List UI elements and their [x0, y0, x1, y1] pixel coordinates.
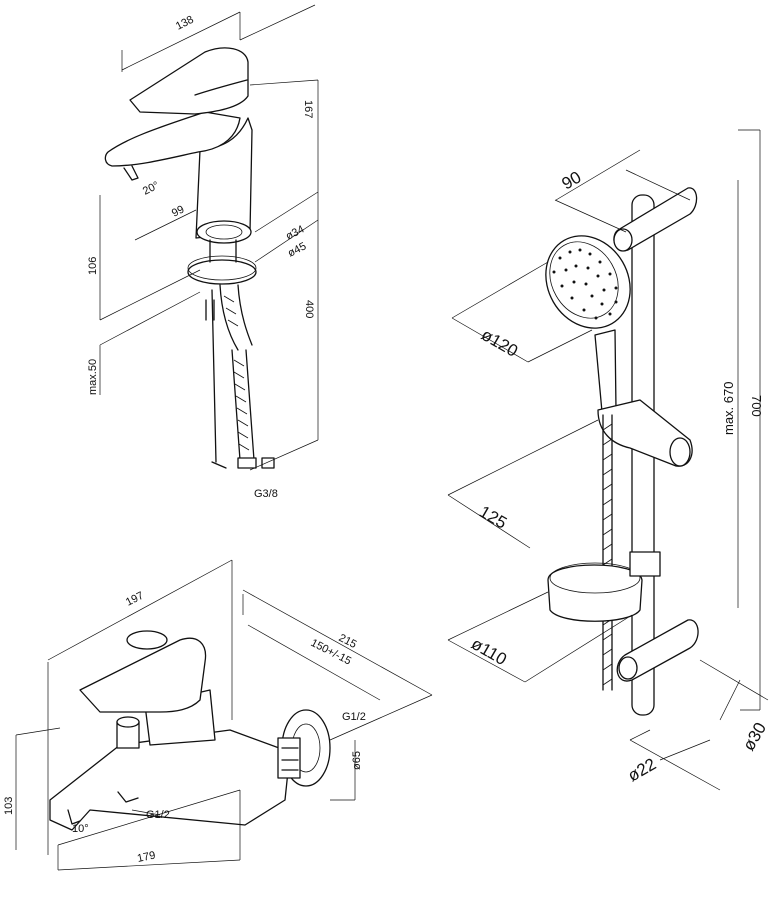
soap-dish	[547, 551, 661, 622]
dim-rail-length: 700	[749, 395, 764, 417]
dim-thread: G3/8	[254, 488, 278, 500]
dim-width: 197	[124, 590, 146, 609]
dim-reach: 99	[170, 203, 186, 219]
shower-set: 90 ø120 max. 670 700 125 ø110 ø22 ø30	[447, 129, 769, 791]
dim-thread-top: G1/2	[342, 711, 366, 723]
dim-length: 179	[136, 849, 156, 865]
dim-max-height: max. 670	[721, 382, 736, 435]
basin-mixer-hoses	[205, 284, 275, 469]
dim-hole-d2: ø45	[286, 240, 308, 259]
basin-mixer-body	[104, 47, 257, 285]
dim-height: 103	[3, 797, 15, 815]
dim-width: 138	[174, 14, 196, 33]
dim-bracket: 90	[559, 168, 585, 194]
dim-angle: 20°	[141, 179, 161, 197]
dim-holder: 125	[476, 502, 510, 533]
dim-max-thickness: max.50	[87, 359, 99, 395]
bath-mixer: 197 215 150+/-15 G1/2 103 10° G1/2 ø65 1…	[3, 559, 433, 871]
shower-holder	[597, 399, 693, 467]
dim-centers: 215	[337, 632, 359, 651]
shower-head	[545, 235, 631, 413]
dim-height: 167	[302, 100, 314, 118]
dim-flange: ø65	[351, 751, 363, 770]
shower-hose	[602, 414, 613, 691]
shower-nozzles	[552, 248, 618, 320]
bath-mixer-dims	[15, 559, 433, 871]
dim-head-d: ø120	[478, 325, 521, 361]
dim-deck-height: 106	[87, 257, 99, 275]
bath-mixer-body	[49, 630, 291, 831]
dim-rod-d: ø22	[625, 754, 660, 785]
bath-mixer-connector	[277, 709, 331, 787]
dim-hole-d1: ø34	[284, 223, 306, 242]
dim-thread-bottom: G1/2	[146, 809, 170, 821]
basin-mixer: 138 167 20° 99 ø34 ø45 106 max.50 400 G3…	[87, 4, 319, 500]
basin-mixer-dims	[99, 4, 319, 471]
dim-angle: 10°	[72, 823, 89, 835]
dim-rod-d2: ø30	[739, 719, 769, 754]
dim-hose-length: 400	[303, 300, 315, 318]
dim-dish-d: ø110	[468, 634, 510, 669]
shower-set-dims	[447, 129, 769, 791]
